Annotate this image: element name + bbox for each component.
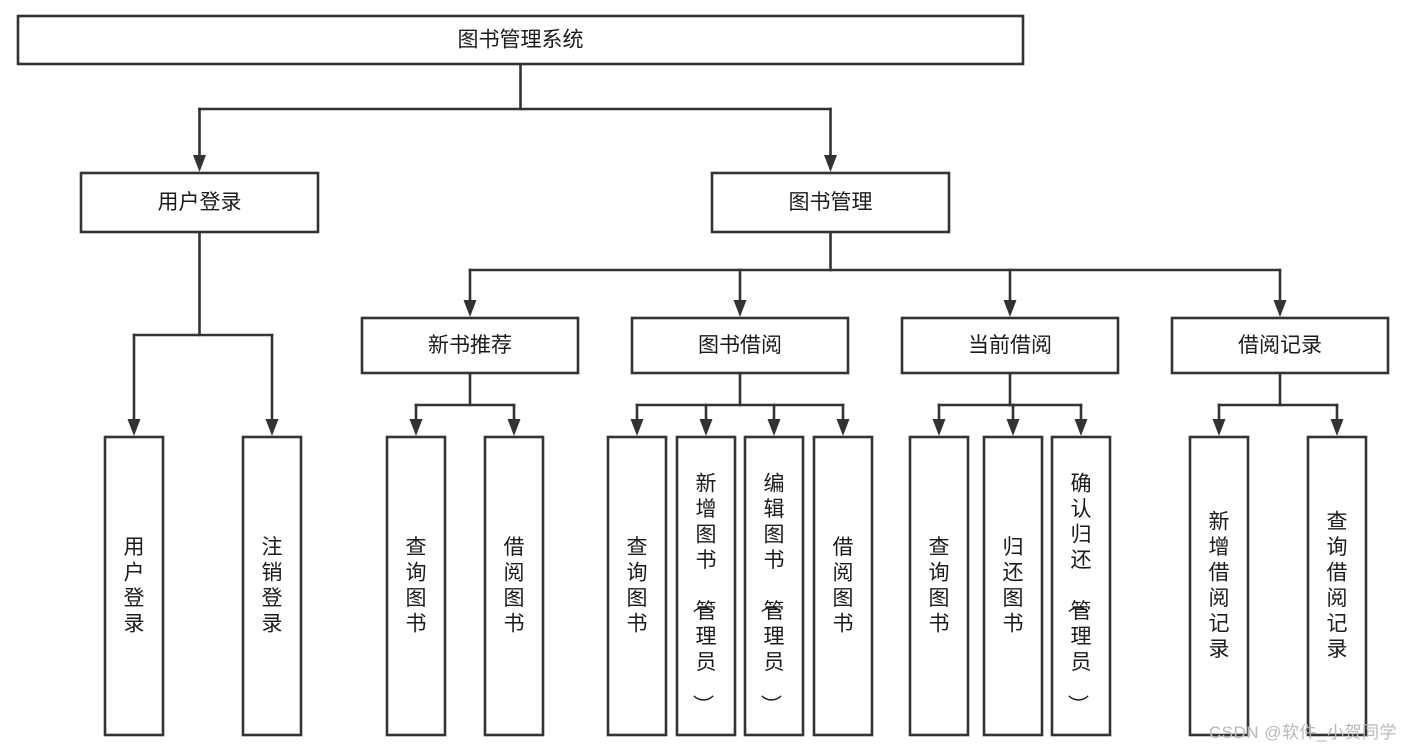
node-box-user-login (79, 171, 320, 234)
connector-group-borrow-record (1212, 371, 1344, 436)
node-box-leaf-query-book-current (908, 435, 970, 737)
node-book-manage[interactable]: 图书管理 (710, 171, 951, 234)
node-label-leaf-query-book-borrow: 查询图书 (627, 536, 648, 636)
node-box-leaf-query-book-rec (385, 435, 447, 737)
node-box-book-borrow (630, 316, 850, 375)
node-box-leaf-add-book-admin (675, 435, 737, 737)
node-label-book-manage: 图书管理 (789, 191, 873, 214)
node-label-borrow-record: 借阅记录 (1238, 334, 1322, 357)
node-box-new-book-rec (360, 316, 580, 375)
node-label-leaf-add-borrow-record: 新增借阅记录 (1209, 511, 1230, 662)
node-leaf-query-borrow-record[interactable]: 查询借阅记录 (1306, 435, 1368, 737)
node-label-leaf-confirm-return-admin: 确认归还（管理员） (1066, 472, 1092, 715)
node-leaf-add-borrow-record[interactable]: 新增借阅记录 (1188, 435, 1250, 737)
connector-group-root (193, 62, 837, 172)
node-box-leaf-query-borrow-record (1306, 435, 1368, 737)
node-box-leaf-confirm-return-admin (1050, 435, 1112, 737)
node-leaf-borrow-book-rec[interactable]: 借阅图书 (483, 435, 545, 737)
node-box-book-manage (710, 171, 951, 234)
node-label-leaf-query-borrow-record: 查询借阅记录 (1327, 511, 1348, 662)
node-box-leaf-return-book (982, 435, 1044, 737)
node-box-current-borrow (900, 316, 1120, 375)
node-current-borrow[interactable]: 当前借阅 (900, 316, 1120, 375)
connector-group-new-book-rec (409, 371, 521, 436)
connector-group-book-borrow (630, 371, 850, 436)
node-leaf-return-book[interactable]: 归还图书 (982, 435, 1044, 737)
node-label-root: 图书管理系统 (458, 29, 584, 52)
connector-group-user-login (127, 230, 279, 436)
node-label-leaf-return-book: 归还图书 (1003, 536, 1024, 636)
node-label-leaf-add-book-admin: 新增图书（管理员） (691, 472, 717, 715)
node-box-leaf-query-book-borrow (606, 435, 668, 737)
node-box-leaf-user-login (103, 435, 165, 737)
node-leaf-query-book-borrow[interactable]: 查询图书 (606, 435, 668, 737)
node-label-user-login: 用户登录 (158, 191, 242, 214)
node-box-root (16, 14, 1025, 66)
node-borrow-record[interactable]: 借阅记录 (1170, 316, 1390, 375)
node-label-leaf-edit-book-admin: 编辑图书（管理员） (759, 472, 785, 715)
node-box-borrow-record (1170, 316, 1390, 375)
node-label-leaf-query-book-current: 查询图书 (929, 536, 950, 636)
node-box-leaf-borrow-book (812, 435, 874, 737)
node-new-book-rec[interactable]: 新书推荐 (360, 316, 580, 375)
node-leaf-logout[interactable]: 注销登录 (241, 435, 303, 737)
node-root[interactable]: 图书管理系统 (16, 14, 1025, 66)
node-leaf-add-book-admin[interactable]: 新增图书（管理员） (675, 435, 737, 737)
node-leaf-query-book-rec[interactable]: 查询图书 (385, 435, 447, 737)
connector-group-book-manage (463, 230, 1287, 317)
node-label-new-book-rec: 新书推荐 (428, 334, 512, 357)
connector-group-current-borrow (932, 371, 1088, 436)
node-box-leaf-borrow-book-rec (483, 435, 545, 737)
node-leaf-edit-book-admin[interactable]: 编辑图书（管理员） (743, 435, 805, 737)
node-leaf-borrow-book[interactable]: 借阅图书 (812, 435, 874, 737)
node-box-leaf-add-borrow-record (1188, 435, 1250, 737)
node-label-leaf-user-login: 用户登录 (124, 536, 145, 636)
node-book-borrow[interactable]: 图书借阅 (630, 316, 850, 375)
node-box-leaf-logout (241, 435, 303, 737)
node-label-leaf-borrow-book-rec: 借阅图书 (504, 536, 525, 636)
node-label-leaf-logout: 注销登录 (262, 536, 283, 636)
node-leaf-query-book-current[interactable]: 查询图书 (908, 435, 970, 737)
node-label-leaf-query-book-rec: 查询图书 (406, 536, 427, 636)
node-layer: 图书管理系统用户登录图书管理新书推荐图书借阅当前借阅借阅记录用户登录注销登录查询… (16, 14, 1390, 737)
node-label-book-borrow: 图书借阅 (698, 334, 782, 357)
node-leaf-confirm-return-admin[interactable]: 确认归还（管理员） (1050, 435, 1112, 737)
node-box-leaf-edit-book-admin (743, 435, 805, 737)
node-user-login[interactable]: 用户登录 (79, 171, 320, 234)
connector-layer (127, 62, 1344, 436)
node-label-current-borrow: 当前借阅 (968, 334, 1052, 357)
node-label-leaf-borrow-book: 借阅图书 (833, 536, 854, 636)
node-leaf-user-login[interactable]: 用户登录 (103, 435, 165, 737)
